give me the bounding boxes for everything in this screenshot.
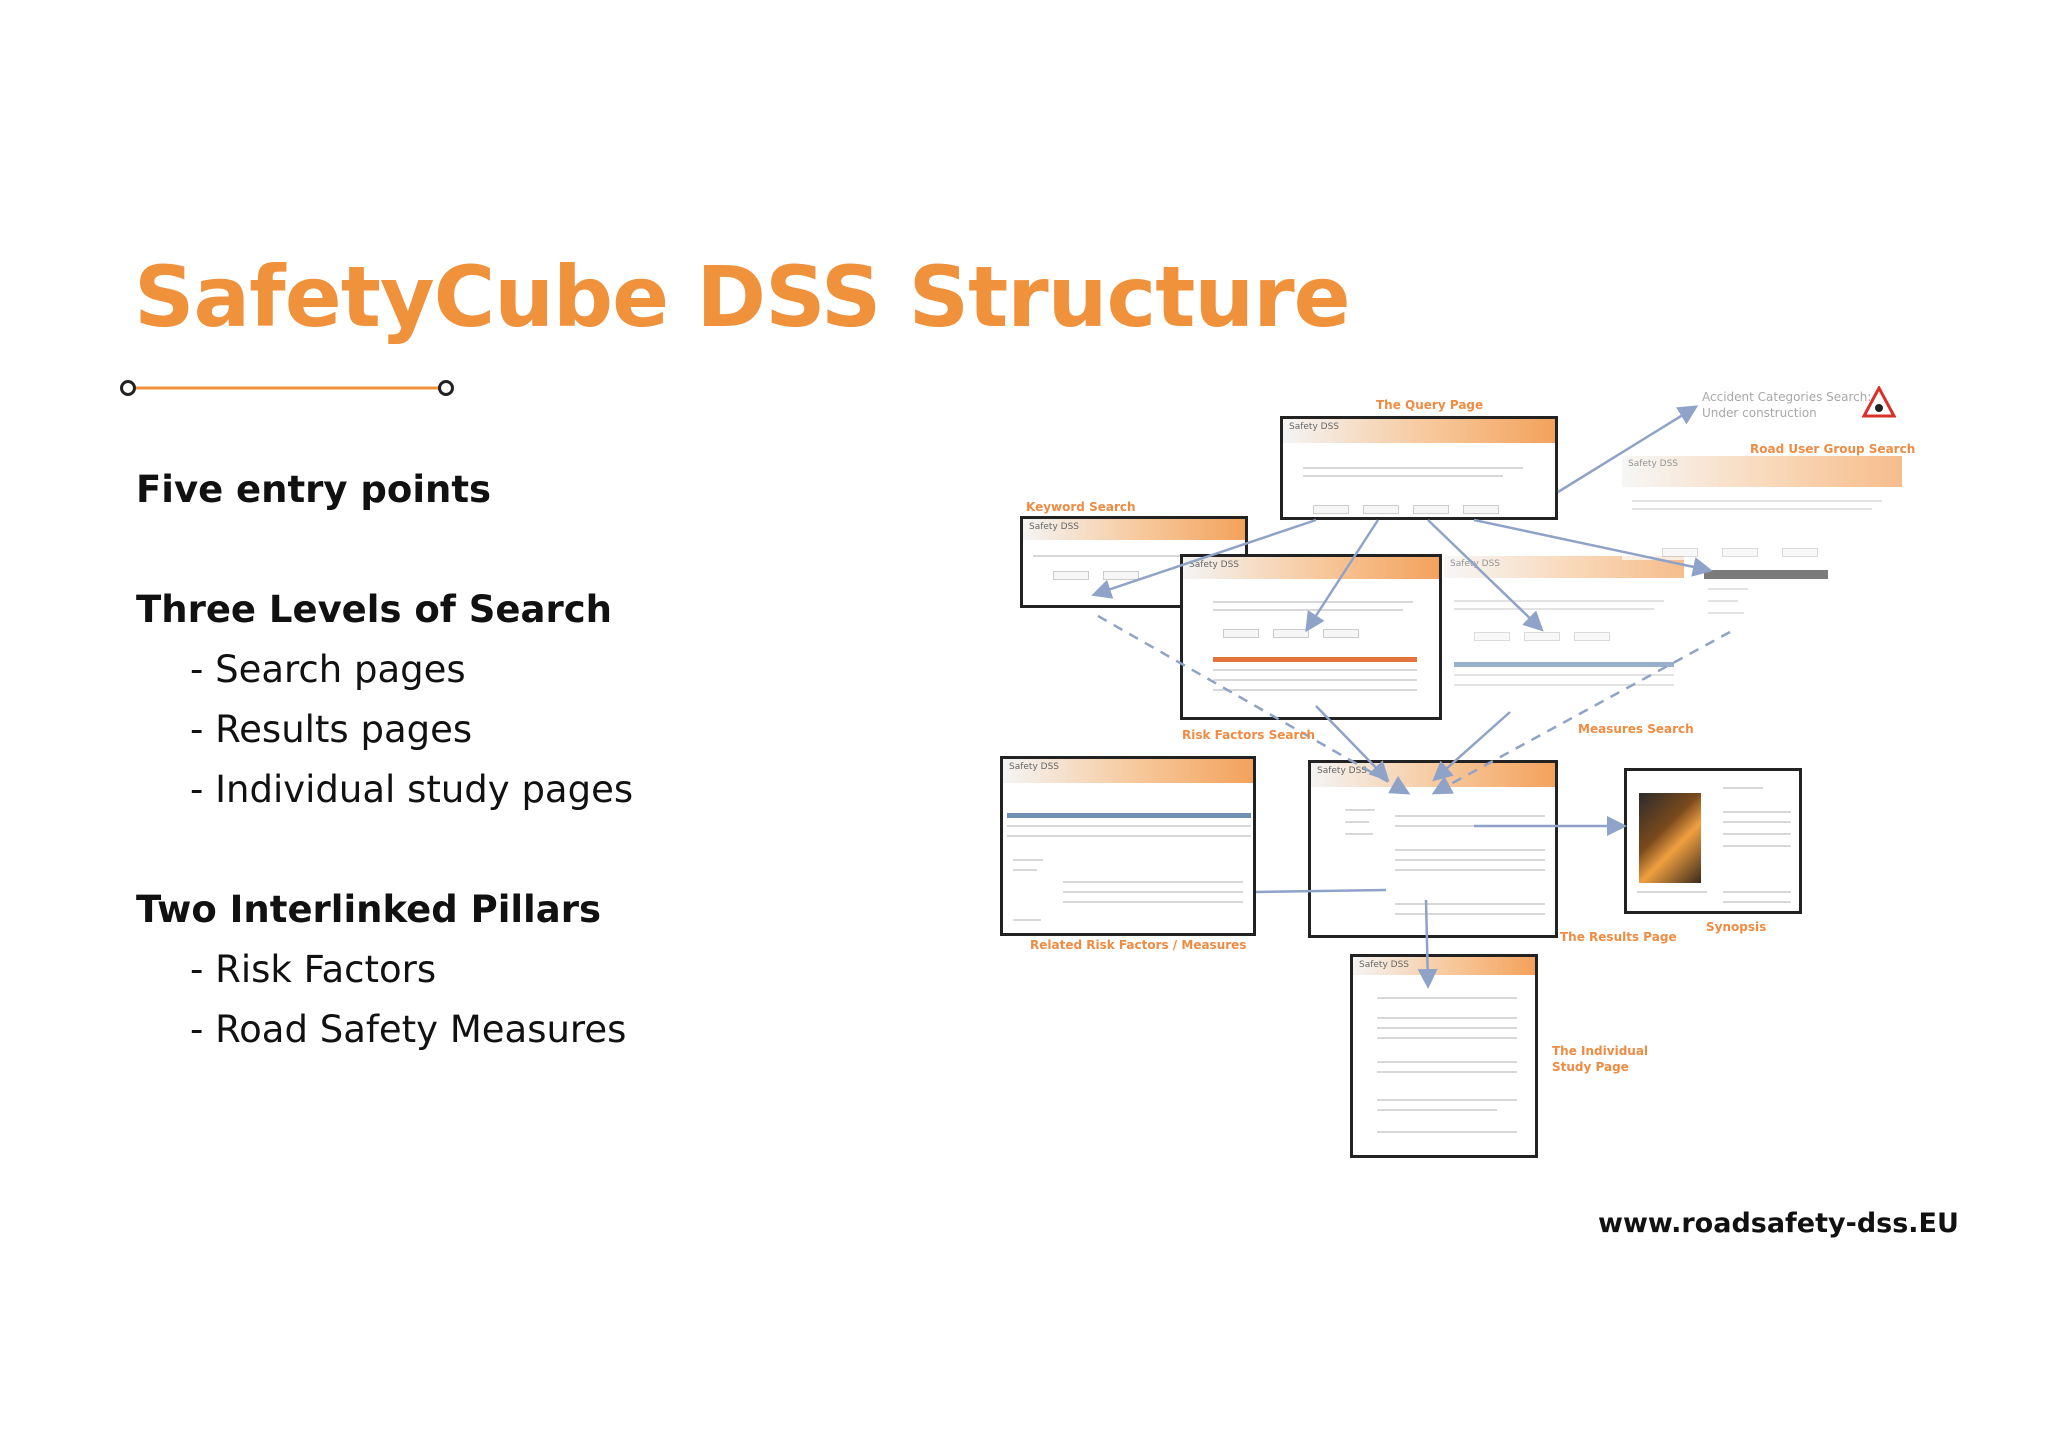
label-individual-study-2: Study Page <box>1552 1060 1629 1074</box>
bullet-list: Five entry points Three Levels of Search… <box>136 460 836 1060</box>
individual-study-page-thumbnail: Safety DSS <box>1350 954 1538 1158</box>
warning-sign-icon <box>1862 386 1896 418</box>
item-results-pages: - Results pages <box>190 708 473 751</box>
road-user-group-search-thumbnail: Safety DSS <box>1622 456 1902 560</box>
item-search-pages: - Search pages <box>190 648 466 691</box>
heading-entry-points: Five entry points <box>136 468 492 511</box>
item-individual-study-pages: - Individual study pages <box>190 768 634 811</box>
crash-photo <box>1639 793 1701 883</box>
label-risk-factors-search: Risk Factors Search <box>1182 728 1316 742</box>
item-risk-factors: - Risk Factors <box>190 948 437 991</box>
label-related: Related Risk Factors / Measures <box>1030 938 1247 952</box>
label-query-page: The Query Page <box>1376 398 1484 412</box>
accident-categories-menu-thumbnail <box>1704 568 1832 642</box>
heading-pillars: Two Interlinked Pillars <box>136 888 601 931</box>
measures-search-thumbnail: Safety DSS <box>1444 556 1684 716</box>
label-road-user-group: Road User Group Search <box>1750 442 1916 456</box>
risk-factors-search-thumbnail: Safety DSS <box>1180 554 1442 720</box>
label-synopsis: Synopsis <box>1706 920 1767 934</box>
label-results-page: The Results Page <box>1560 930 1677 944</box>
label-under-construction: Under construction <box>1702 406 1817 420</box>
slide-title: SafetyCube DSS Structure <box>134 248 1351 346</box>
label-accident-categories: Accident Categories Search: <box>1702 390 1872 404</box>
query-page-thumbnail: Safety DSS <box>1280 416 1558 520</box>
label-measures-search: Measures Search <box>1578 722 1694 736</box>
heading-levels-of-search: Three Levels of Search <box>136 588 612 631</box>
label-keyword-search: Keyword Search <box>1026 500 1136 514</box>
synopsis-thumbnail <box>1624 768 1802 914</box>
results-page-thumbnail: Safety DSS <box>1308 760 1558 938</box>
related-risk-factors-thumbnail: Safety DSS <box>1000 756 1256 936</box>
title-underline <box>120 380 454 396</box>
footer-url: www.roadsafety-dss.EU <box>1598 1208 1959 1239</box>
item-road-safety-measures: - Road Safety Measures <box>190 1008 627 1051</box>
label-individual-study-1: The Individual <box>1552 1044 1649 1058</box>
